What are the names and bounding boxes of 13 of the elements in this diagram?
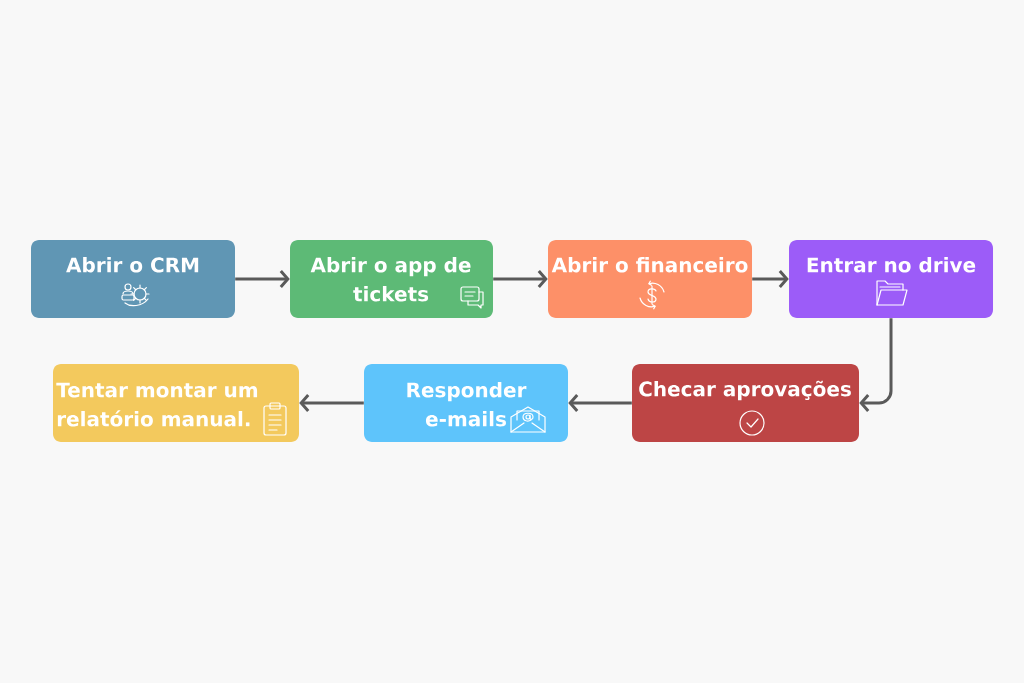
process-box: Entrar no drive bbox=[789, 240, 993, 318]
arrow bbox=[299, 394, 364, 412]
arrow bbox=[752, 270, 789, 288]
process-box: Responder e-mails bbox=[364, 364, 568, 442]
arrow bbox=[568, 394, 632, 412]
process-box: Abrir o app de tickets bbox=[290, 240, 493, 318]
process-box: Abrir o financeiro bbox=[548, 240, 752, 318]
arrow bbox=[859, 318, 893, 412]
process-box: Abrir o CRM bbox=[31, 240, 235, 318]
process-box: Checar aprovações bbox=[632, 364, 859, 442]
arrow bbox=[493, 270, 548, 288]
process-box: Tentar montar um relatório manual. bbox=[53, 364, 299, 442]
arrow bbox=[235, 270, 290, 288]
